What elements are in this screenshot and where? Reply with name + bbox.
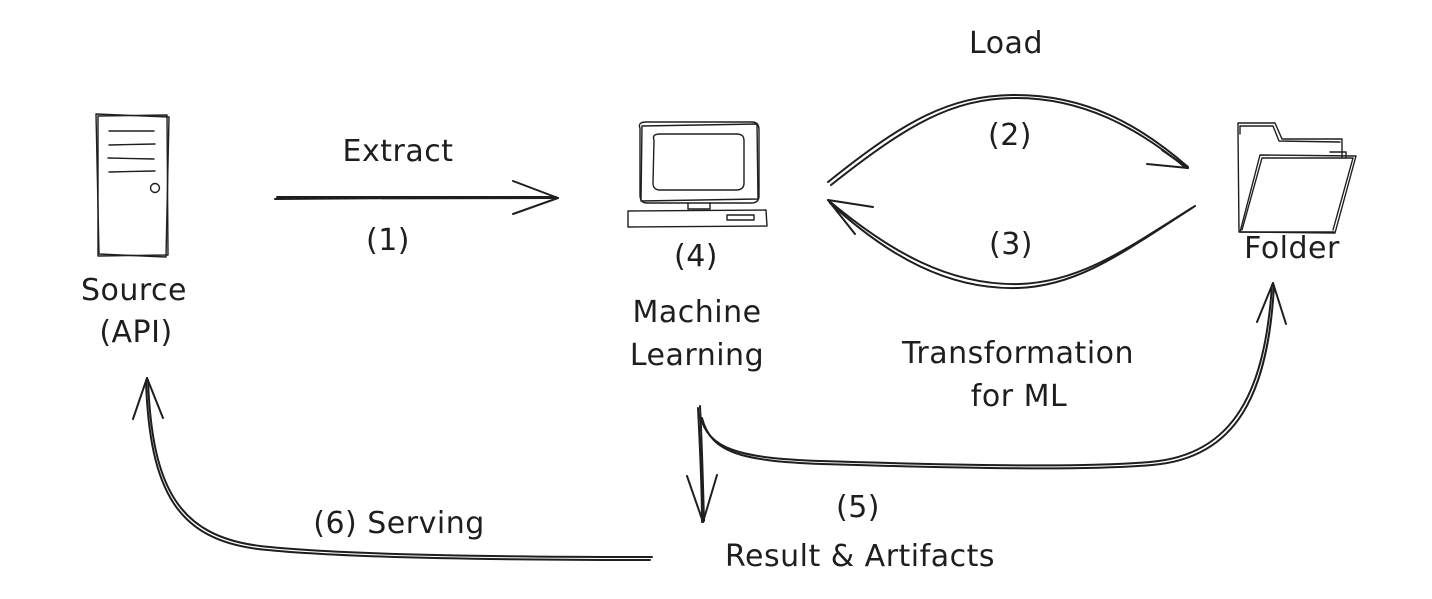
serving-arrow bbox=[132, 377, 653, 561]
transform-label-line1: Transformation bbox=[901, 336, 1134, 371]
extract-label: Extract bbox=[343, 134, 454, 169]
transform-step: (3) bbox=[989, 227, 1033, 262]
result-label: Result & Artifacts bbox=[725, 539, 995, 574]
save-arrow bbox=[699, 282, 1287, 470]
load-step: (2) bbox=[988, 118, 1032, 153]
server-tower-icon bbox=[95, 113, 170, 258]
source-label-line2: (API) bbox=[99, 315, 172, 350]
source-label-line1: Source bbox=[81, 273, 187, 308]
serving-label: (6) Serving bbox=[313, 506, 485, 541]
folder-label: Folder bbox=[1244, 231, 1340, 266]
ml-step: (4) bbox=[674, 239, 718, 274]
transform-arrow bbox=[827, 199, 1196, 290]
load-arrow bbox=[827, 93, 1189, 186]
extract-step: (1) bbox=[366, 223, 410, 258]
save-step: (5) bbox=[836, 490, 880, 525]
ml-label-line1: Machine bbox=[632, 295, 761, 330]
transform-label-line2: for ML bbox=[971, 379, 1067, 414]
folder-icon bbox=[1237, 122, 1357, 234]
load-label: Load bbox=[969, 26, 1043, 61]
ml-label-line2: Learning bbox=[630, 338, 764, 373]
computer-monitor-icon bbox=[627, 121, 768, 228]
extract-arrow bbox=[274, 180, 559, 215]
ml-to-result-arrow bbox=[686, 405, 718, 523]
